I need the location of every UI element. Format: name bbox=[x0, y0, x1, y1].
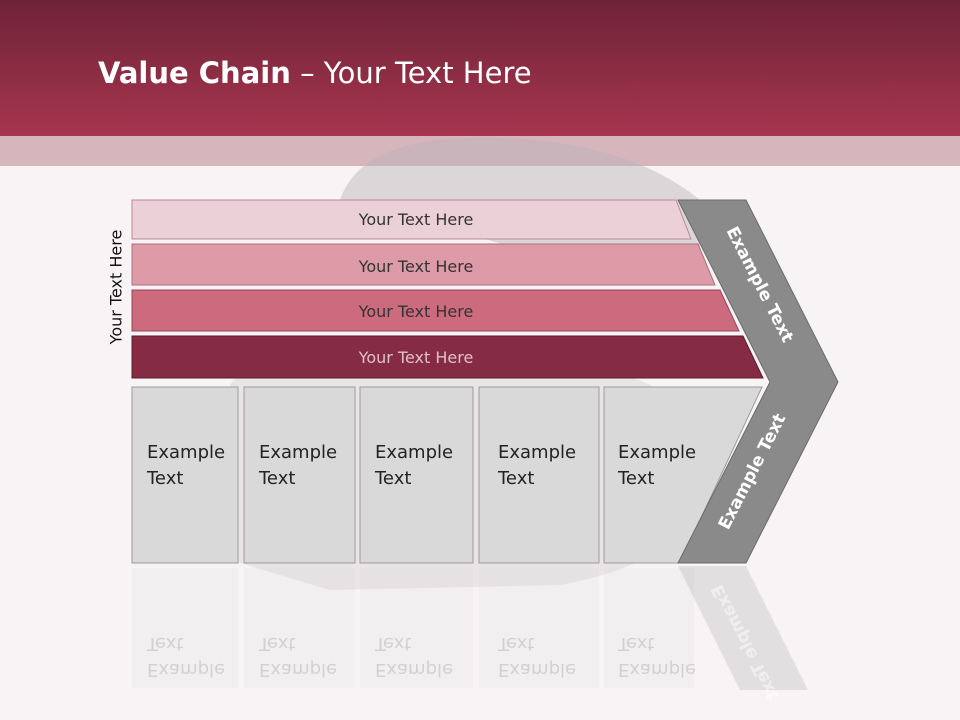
cell-reflection-2-line-1: Example bbox=[259, 659, 338, 680]
cell-reflection-2: Example Text bbox=[259, 630, 337, 682]
cell-reflection-4-line-2: Text bbox=[498, 633, 535, 654]
margin-chevron bbox=[677, 199, 839, 564]
cell-reflection-1: Example Text bbox=[147, 630, 225, 682]
value-bar-1 bbox=[131, 199, 692, 240]
cell-reflection-3: Example Text bbox=[375, 630, 453, 682]
cell-reflection-1-line-1: Example bbox=[147, 659, 226, 680]
cell-1-line-2: Text bbox=[147, 468, 184, 489]
margin-chevron-reflection bbox=[678, 566, 808, 690]
cells-reflection bbox=[132, 568, 694, 688]
header-bar bbox=[0, 0, 960, 136]
cell-5-line-2: Text bbox=[618, 468, 655, 489]
title-bold: Value Chain bbox=[98, 56, 291, 90]
cell-1-line-1: Example bbox=[147, 442, 226, 463]
cell-4-line-2: Text bbox=[498, 468, 535, 489]
cell-reflection-1-line-2: Text bbox=[147, 633, 184, 654]
activity-cell-3 bbox=[359, 386, 474, 564]
cell-3-line-2: Text bbox=[375, 468, 412, 489]
slide-title: Value Chain – Your Text Here bbox=[98, 56, 532, 90]
activity-cell-1 bbox=[131, 386, 239, 564]
background-silhouette bbox=[340, 137, 700, 260]
cell-reflection-2-line-2: Text bbox=[259, 633, 296, 654]
cell-reflection-5: Example Text bbox=[618, 630, 696, 682]
cell-reflection-5-line-1: Example bbox=[618, 659, 697, 680]
cell-4-line-1: Example bbox=[498, 442, 577, 463]
title-rest: – Your Text Here bbox=[290, 56, 532, 90]
value-bar-4 bbox=[131, 335, 764, 379]
activity-cell-4 bbox=[478, 386, 600, 564]
cell-2-line-2: Text bbox=[259, 468, 296, 489]
activity-cell-2 bbox=[243, 386, 356, 564]
cell-reflection-4-line-1: Example bbox=[498, 659, 577, 680]
cell-reflection-5-line-2: Text bbox=[618, 633, 655, 654]
value-bar-3 bbox=[131, 289, 740, 332]
cell-reflection-3-line-2: Text bbox=[375, 633, 412, 654]
side-label: Your Text Here bbox=[106, 229, 126, 345]
cell-reflection-3-line-1: Example bbox=[375, 659, 454, 680]
header-band bbox=[0, 136, 960, 166]
cell-5-line-1: Example bbox=[618, 442, 697, 463]
value-bar-2 bbox=[131, 243, 716, 286]
bar-label-2: Your Text Here bbox=[358, 257, 474, 276]
cell-2-line-1: Example bbox=[259, 442, 338, 463]
bar-label-1: Your Text Here bbox=[358, 210, 474, 229]
bar-label-4: Your Text Here bbox=[358, 348, 474, 367]
bar-label-3: Your Text Here bbox=[358, 302, 474, 321]
cell-reflection-4: Example Text bbox=[498, 630, 576, 682]
cell-3-line-1: Example bbox=[375, 442, 454, 463]
